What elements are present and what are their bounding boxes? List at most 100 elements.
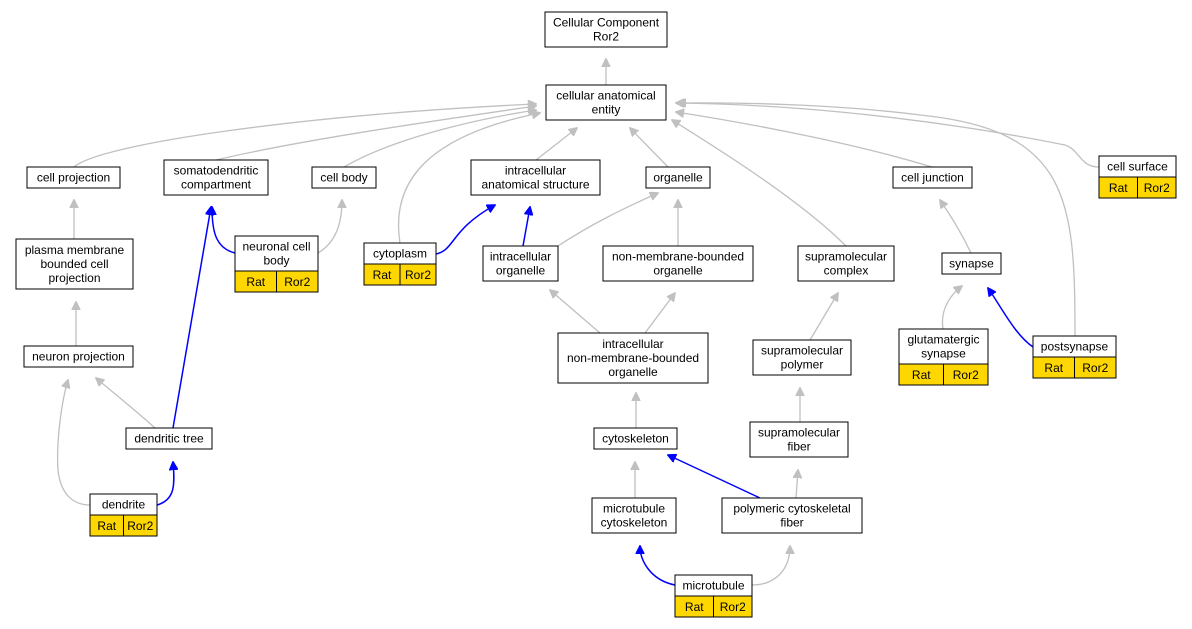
node-label: neuron projection — [32, 350, 125, 364]
node-label: dendritic tree — [134, 432, 204, 446]
node-label: polymeric cytoskeletal — [733, 502, 850, 516]
node-label: bounded cell — [40, 257, 108, 271]
node-celljunction[interactable]: cell junction — [892, 166, 973, 189]
node-box — [482, 245, 559, 282]
node-label: polymer — [781, 358, 824, 372]
node-label: organelle — [653, 171, 703, 185]
edge-postsyn-to-cae — [678, 103, 1076, 337]
node-cytoskeleton[interactable]: cytoskeleton — [593, 427, 678, 450]
edge-ncb-to-cellbody — [317, 200, 342, 254]
edge-intorg-to-ias — [522, 207, 530, 247]
node-label: synapse — [949, 257, 994, 271]
node-box — [749, 421, 849, 458]
node-label: fiber — [787, 440, 810, 454]
annotation-species: Rat — [912, 368, 931, 382]
annotation-gene: Ror2 — [1082, 361, 1108, 375]
edge-dtree-to-neuronproj — [96, 378, 156, 429]
node-box — [26, 166, 121, 189]
node-label: cell projection — [37, 171, 110, 185]
node-label: organelle — [653, 264, 703, 278]
annotation-species: Rat — [246, 275, 265, 289]
annotation-cell — [399, 263, 437, 286]
edge-organelle-to-cae — [630, 128, 669, 168]
node-box — [15, 238, 134, 290]
annotation-gene: Ror2 — [720, 600, 746, 614]
edge-cytoplasm-to-ias — [435, 205, 495, 255]
node-label: dendrite — [102, 498, 146, 512]
edge-smcomplex-to-cae — [672, 120, 847, 247]
node-box — [163, 159, 269, 196]
annotation-cell — [1074, 356, 1117, 379]
node-synapse[interactable]: synapse — [941, 252, 1002, 275]
node-label: somatodendritic — [174, 164, 259, 178]
node-label: cytoskeleton — [601, 516, 668, 530]
node-label: non-membrane-bounded — [612, 250, 744, 264]
annotation-species: Rat — [1109, 181, 1128, 195]
node-label: cytoplasm — [373, 247, 427, 261]
edge-cellsurface-to-cae — [676, 103, 1100, 168]
node-box — [941, 252, 1002, 275]
node-box — [892, 166, 973, 189]
node-label: compartment — [181, 178, 252, 192]
node-label: anatomical structure — [481, 178, 589, 192]
node-label: projection — [48, 271, 100, 285]
annotation-species: Rat — [97, 519, 116, 533]
annotation-gene: Ror2 — [1144, 181, 1170, 195]
node-box — [234, 235, 319, 272]
edge-layer — [56, 59, 1100, 586]
edge-inmbo-to-nmbo — [644, 293, 675, 334]
node-box — [593, 427, 678, 450]
edge-dtree-to-somato — [172, 207, 211, 429]
node-inmbo[interactable]: intracellularnon-membrane-boundedorganel… — [557, 332, 709, 384]
node-label: plasma membrane — [25, 243, 125, 257]
node-label: complex — [824, 264, 869, 278]
node-box — [23, 345, 134, 368]
annotation-gene: Ror2 — [953, 368, 979, 382]
edge-postsyn-to-synapse — [988, 288, 1034, 348]
node-box — [591, 497, 677, 534]
annotation-cell — [123, 514, 158, 537]
node-label: synapse — [921, 347, 966, 361]
node-label: Cellular Component — [553, 16, 660, 30]
edge-somato-to-cae — [215, 106, 536, 161]
edge-glut-to-synapse — [941, 286, 962, 330]
node-label: organelle — [496, 264, 546, 278]
annotation-cell — [943, 363, 989, 386]
node-label: supramolecular — [805, 250, 887, 264]
node-dtree[interactable]: dendritic tree — [125, 427, 213, 450]
node-box — [470, 159, 601, 196]
node-label: intracellular — [505, 164, 566, 178]
node-cellproj[interactable]: cell projection — [26, 166, 121, 189]
edge-dendrite-to-dtree — [156, 462, 174, 506]
node-box — [797, 245, 895, 282]
edge-synapse-to-celljunction — [940, 200, 972, 254]
node-label: cytoskeleton — [602, 432, 669, 446]
node-box — [721, 497, 863, 534]
node-label: microtubule — [603, 502, 665, 516]
node-cellbody[interactable]: cell body — [311, 166, 377, 189]
node-box — [557, 332, 709, 384]
node-organelle[interactable]: organelle — [645, 166, 711, 189]
node-neuronproj[interactable]: neuron projection — [23, 345, 134, 368]
